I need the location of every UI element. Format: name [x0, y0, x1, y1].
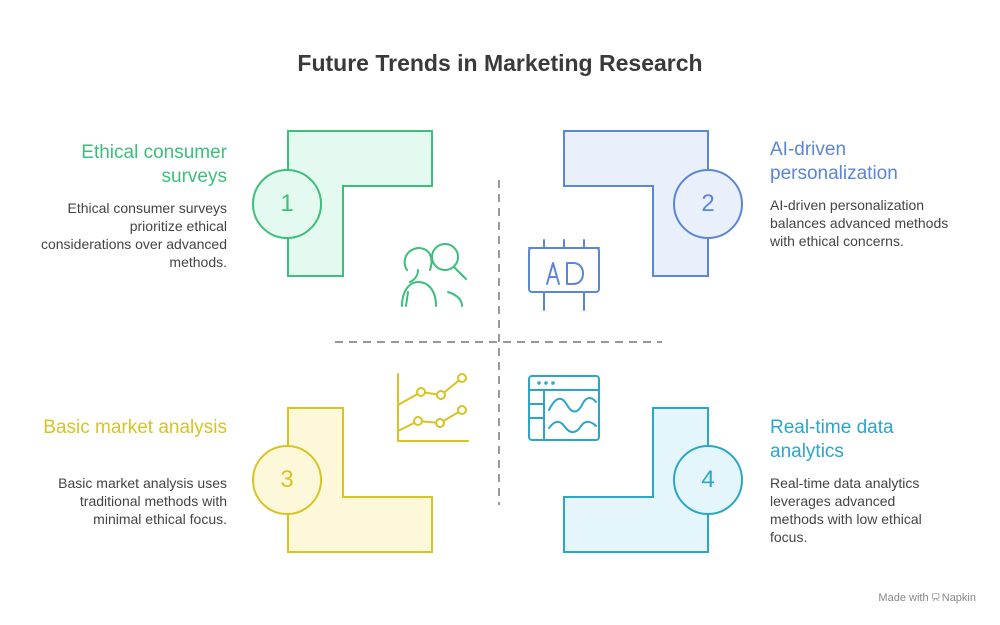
- step-1-badge: 1: [252, 169, 322, 239]
- made-with-label: Made with: [878, 592, 929, 604]
- realtime-analytics-heading: Real-time data analytics: [770, 417, 894, 462]
- step-3-badge: 3: [252, 445, 322, 515]
- billboard-ad-icon: [528, 239, 600, 311]
- quadrant-3-shape: [287, 407, 433, 553]
- napkin-brand: Napkin: [941, 592, 976, 604]
- user-search-icon: [401, 243, 467, 307]
- step-2-badge: 2: [673, 169, 743, 239]
- quadrant-4-shape: [563, 407, 709, 553]
- ethical-surveys-description: Ethical consumer surveys prioritize ethi…: [40, 200, 227, 270]
- step-4-badge: 4: [673, 445, 743, 515]
- ethical-surveys-heading: Ethical consumer surveys: [81, 142, 227, 187]
- quadrant-2-shape: [563, 130, 709, 277]
- line-chart-icon: [397, 373, 469, 442]
- analytics-dashboard-icon: [528, 375, 600, 441]
- realtime-analytics-description: Real-time data analytics leverages advan…: [770, 475, 922, 545]
- ai-personalization-description: AI-driven personalization balances advan…: [770, 197, 949, 249]
- quadrant-1-shape: [287, 130, 433, 277]
- napkin-logo-icon: ⯳: [931, 593, 940, 604]
- footer-credit: Made with⯳Napkin: [878, 591, 976, 608]
- ai-personalization-heading: AI-driven personalization: [770, 139, 898, 184]
- basic-analysis-description: Basic market analysis uses traditional m…: [58, 475, 227, 527]
- basic-analysis-heading: Basic market analysis: [43, 417, 227, 438]
- page-title: Future Trends in Marketing Research: [297, 50, 703, 76]
